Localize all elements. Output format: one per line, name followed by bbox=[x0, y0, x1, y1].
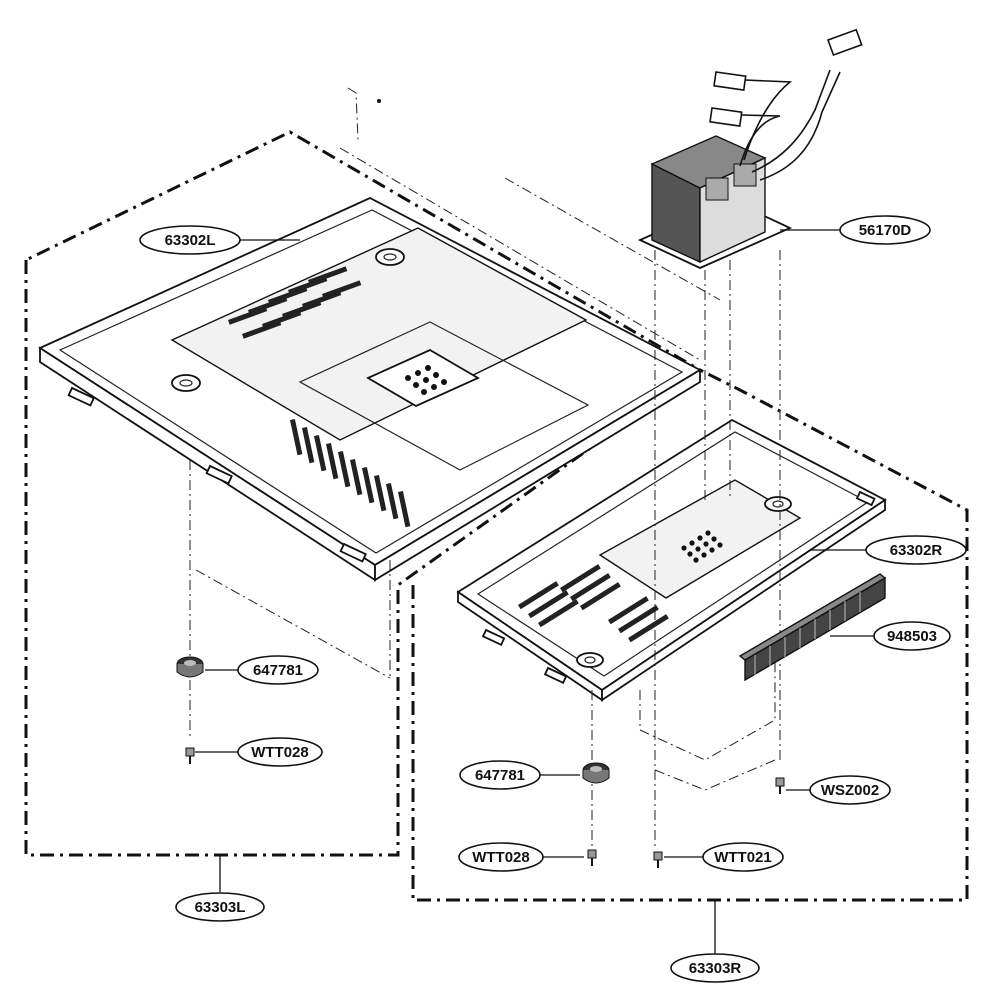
foot-left bbox=[176, 656, 204, 678]
screw-right-a-icon bbox=[587, 849, 597, 866]
callout-text: WTT028 bbox=[251, 744, 309, 761]
callout-text: 63303R bbox=[689, 960, 742, 977]
upper-center-lines bbox=[339, 87, 721, 361]
callout-text: WTT021 bbox=[714, 849, 772, 866]
callout-text: 948503 bbox=[887, 628, 937, 645]
assembly-right-outline bbox=[411, 368, 969, 902]
screw-right-c-icon bbox=[775, 777, 785, 794]
callout-text: WSZ002 bbox=[821, 782, 879, 799]
callout-screw-right-b: WTT021 bbox=[702, 842, 784, 872]
callout-screw-left: WTT028 bbox=[237, 737, 323, 767]
callout-top-plate-right: 63302R bbox=[865, 535, 967, 565]
vent-slots-right bbox=[518, 564, 669, 643]
callout-text: 63303L bbox=[195, 899, 246, 916]
side-louvers bbox=[290, 418, 411, 528]
transformer bbox=[637, 28, 863, 269]
top-plate-left bbox=[38, 196, 702, 582]
callout-text: 63302R bbox=[890, 542, 943, 559]
callout-text: 647781 bbox=[253, 662, 303, 679]
callout-transformer: 56170D bbox=[839, 215, 931, 245]
callout-top-plate-left: 63302L bbox=[139, 225, 241, 255]
callout-assembly-left: 63303L bbox=[175, 892, 265, 922]
assembly-left-outline bbox=[24, 130, 703, 857]
callout-screw-right-a: WTT028 bbox=[458, 842, 544, 872]
vent-dot-grid-right bbox=[681, 530, 723, 563]
callout-foot-right: 647781 bbox=[459, 760, 541, 790]
callout-text: 647781 bbox=[475, 767, 525, 784]
vent-dot-grid bbox=[405, 365, 447, 395]
callout-screw-right-c: WSZ002 bbox=[809, 775, 891, 805]
screw-left-icon bbox=[185, 747, 195, 764]
filter-strip bbox=[738, 573, 887, 682]
screw-right-b-icon bbox=[653, 851, 663, 868]
callout-text: 56170D bbox=[859, 222, 912, 239]
callout-assembly-right: 63303R bbox=[670, 953, 760, 983]
vent-slots-upper bbox=[228, 266, 362, 339]
callout-text: 63302L bbox=[165, 232, 216, 249]
callout-text: WTT028 bbox=[472, 849, 530, 866]
callout-filter-strip: 948503 bbox=[873, 621, 951, 651]
leader-lines bbox=[195, 229, 876, 955]
foot-right bbox=[582, 762, 610, 784]
callout-foot-left: 647781 bbox=[237, 655, 319, 685]
transformer-projection bbox=[639, 250, 781, 850]
